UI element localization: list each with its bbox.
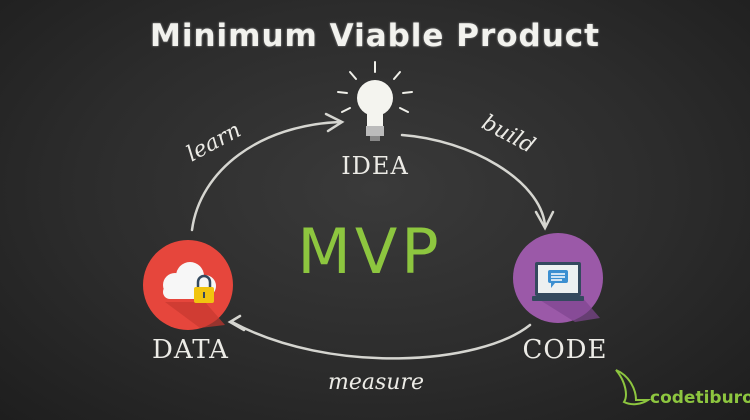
arrow-learn xyxy=(190,120,342,232)
laptop-chat-icon xyxy=(513,233,603,323)
center-label: MVP xyxy=(297,215,443,288)
node-label-idea: IDEA xyxy=(341,152,409,180)
arrowhead-learn xyxy=(324,112,345,133)
brand-name: codetiburon xyxy=(650,388,750,408)
arrowhead-build xyxy=(534,210,555,231)
arrow-measure xyxy=(230,320,532,360)
shark-icon xyxy=(615,369,652,406)
lightbulb-icon xyxy=(337,61,413,141)
node-label-data: DATA xyxy=(152,335,229,365)
arrow-build xyxy=(400,133,547,227)
cloud-lock-icon xyxy=(143,240,233,330)
page-title: Minimum Viable Product xyxy=(149,18,601,54)
brand-logo: codetiburon xyxy=(612,368,750,408)
node-label-code: CODE xyxy=(522,335,608,365)
arrowhead-measure xyxy=(227,314,246,332)
edge-label-measure: measure xyxy=(328,370,424,395)
